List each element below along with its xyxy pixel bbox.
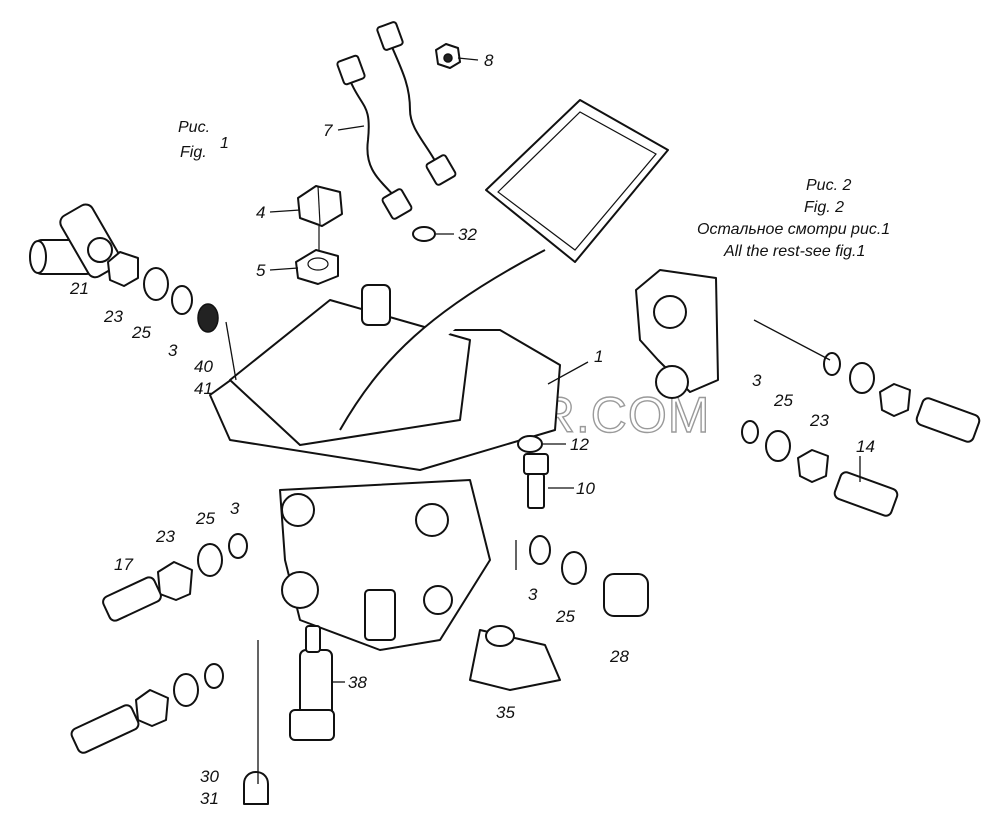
- fitting-part-14: [833, 471, 899, 517]
- brake-pedal: [339, 99, 669, 431]
- nut-part-23-left: [157, 561, 193, 601]
- callout-41: 41: [194, 379, 213, 398]
- washer-part-3-fig2-top: [823, 352, 841, 376]
- callout-3-right: 3: [528, 585, 538, 604]
- callout-40: 40: [194, 357, 213, 376]
- brake-valve-body-part-1: [209, 284, 561, 651]
- washer-part-3-fig2: [741, 420, 759, 444]
- washer-part-32: [412, 226, 436, 242]
- callout-28: 28: [609, 647, 629, 666]
- callout-38: 38: [348, 673, 367, 692]
- callout-23-top: 23: [103, 307, 123, 326]
- callout-5: 5: [256, 261, 266, 280]
- fig2-note-en: All the rest-see fig.1: [723, 243, 865, 260]
- fig2-note-ru: Остальное смотри рис.1: [697, 221, 890, 238]
- fig1-caption-ru: Рис.: [178, 119, 210, 136]
- washer-part-12: [517, 435, 543, 453]
- callout-3-top: 3: [168, 341, 178, 360]
- callout-30: 30: [200, 767, 219, 786]
- fig1-caption-en: Fig.: [180, 144, 207, 161]
- washer-part-3-top: [171, 285, 193, 315]
- callout-32: 32: [458, 225, 477, 244]
- pipe-part-7: [336, 21, 457, 220]
- cap-nut-part-8: [435, 43, 461, 69]
- callout-10: 10: [576, 479, 595, 498]
- callout-21: 21: [69, 279, 89, 298]
- callout-23-left: 23: [155, 527, 175, 546]
- washer-part-25-fig2-top: [849, 362, 875, 394]
- callout-35: 35: [496, 703, 515, 722]
- sensor-part-38: [289, 625, 335, 741]
- washer-part-25-top: [143, 267, 169, 301]
- bolt-part-10: [523, 453, 549, 509]
- callout-25-right: 25: [555, 607, 575, 626]
- callout-23-fig2: 23: [809, 411, 829, 430]
- washer-part-25-left: [197, 543, 223, 577]
- fig2-caption-en: Fig. 2: [804, 199, 844, 216]
- fitting-fig2-top: [915, 397, 981, 443]
- leader-lines: [225, 57, 861, 784]
- callout-3-left: 3: [230, 499, 240, 518]
- fitting-lower-left: [70, 663, 224, 754]
- nut-part-23-fig2: [797, 449, 829, 483]
- fitting-part-17: [102, 576, 162, 622]
- drain-valve-part-35: [469, 625, 561, 691]
- callout-25-top: 25: [131, 323, 151, 342]
- callout-31: 31: [200, 789, 219, 808]
- nut-part-4: [297, 185, 343, 227]
- filter-part-40: [197, 303, 219, 333]
- callout-4: 4: [256, 203, 265, 222]
- callout-3-fig2: 3: [752, 371, 762, 390]
- fig1-caption-number: 1: [220, 135, 229, 152]
- washer-part-25-right: [561, 551, 587, 585]
- washer-part-25-fig2: [765, 430, 791, 462]
- callout-7: 7: [323, 121, 333, 140]
- callout-12: 12: [570, 435, 589, 454]
- fig2-caption-ru: Рис. 2: [806, 177, 851, 194]
- tee-fitting-part-21: [29, 203, 122, 279]
- nut-part-5: [295, 249, 339, 285]
- nut-part-23-top: [107, 251, 139, 287]
- nut-part-23-fig2-top: [879, 383, 911, 417]
- callout-1: 1: [594, 347, 603, 366]
- callout-25-fig2: 25: [773, 391, 793, 410]
- washer-part-3-right: [529, 535, 551, 565]
- plug-part-28: [603, 573, 649, 617]
- washer-part-3-left: [228, 533, 248, 559]
- callout-8: 8: [484, 51, 494, 70]
- cap-part-30: [243, 771, 269, 805]
- callout-25-left: 25: [195, 509, 215, 528]
- callout-14: 14: [856, 437, 875, 456]
- fig2-bracket: [635, 269, 719, 399]
- callout-17: 17: [114, 555, 133, 574]
